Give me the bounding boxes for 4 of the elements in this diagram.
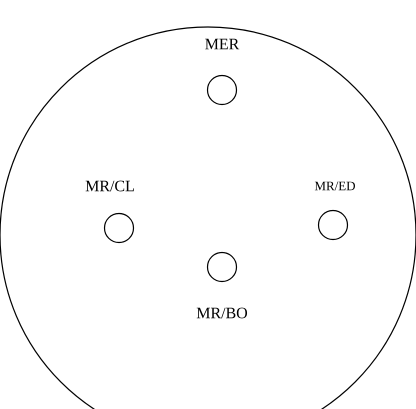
- circle-label: MER: [205, 38, 240, 50]
- circle-label: MR/CL: [86, 180, 134, 192]
- circle-label: MR/BO: [196, 308, 248, 318]
- circle-label: MR/ED: [314, 182, 355, 190]
